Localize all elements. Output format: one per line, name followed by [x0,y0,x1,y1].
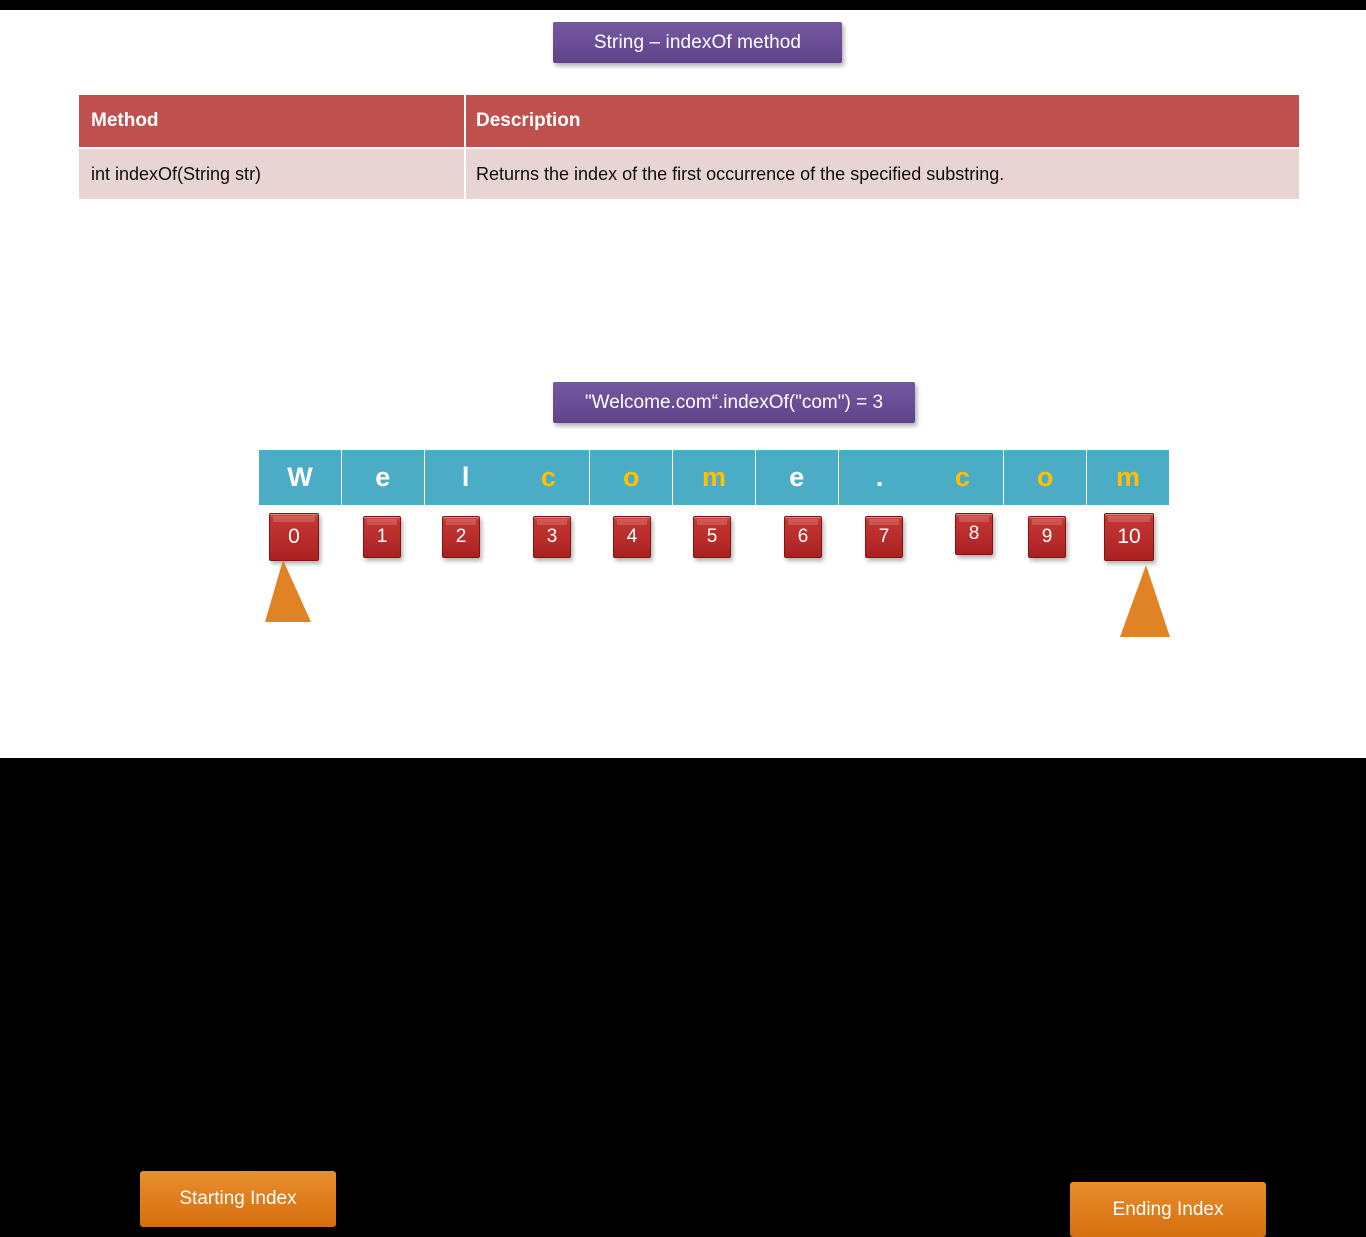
callout-label-start: Starting Index [179,1188,297,1209]
char-cell-2: l [424,450,507,505]
index-label-3: 3 [546,526,558,547]
index-box-7: 7 [865,516,903,558]
expression-banner: "Welcome.com“.indexOf("com") = 3 [553,382,915,423]
index-label-9: 9 [1041,526,1053,547]
char-cell-1: e [341,450,424,505]
bevel-highlight [697,519,727,525]
callout-pointer-icon [265,560,311,622]
bevel-highlight [446,519,476,525]
page-title: String – indexOf method [593,31,802,53]
index-label-7: 7 [878,526,890,547]
table-header-row: Method Description [79,95,1299,147]
bevel-highlight [273,516,315,522]
char-cell-4: o [590,450,673,505]
index-box-2: 2 [442,516,480,558]
index-label-2: 2 [455,526,467,547]
slide-title-banner: String – indexOf method [553,22,842,63]
callout-body: Ending Index [1070,1182,1266,1237]
index-box-3: 3 [533,516,571,558]
index-label-1: 1 [376,526,388,547]
char-cell-9: o [1004,450,1087,505]
callout-body: Starting Index [140,1171,336,1227]
char-cell-0: W [259,450,341,505]
bevel-highlight [788,519,818,525]
index-box-6: 6 [784,516,822,558]
char-cell-8: c [921,450,1004,505]
bevel-highlight [869,519,899,525]
callout-ending-index: Ending Index [1070,565,1270,1237]
bevel-highlight [617,519,647,525]
char-cell-7: . [838,450,921,505]
index-label-4: 4 [626,526,638,547]
table-row-divider [79,147,1299,149]
string-character-strip: W e l c o m e . c o m [259,450,1169,505]
method-table: Method Description int indexOf(String st… [79,95,1299,199]
bevel-highlight [959,516,989,522]
bevel-highlight [1032,519,1062,525]
index-box-10: 10 [1104,513,1154,561]
index-box-8: 8 [955,513,993,555]
index-label-5: 5 [706,526,718,547]
table-row: int indexOf(String str) Returns the inde… [79,149,1299,199]
bevel-highlight [1108,516,1150,522]
index-box-9: 9 [1028,516,1066,558]
index-label-10: 10 [1117,525,1141,548]
index-label-8: 8 [968,523,980,544]
char-cell-5: m [672,450,755,505]
letterbox-bottom [0,758,1366,768]
bevel-highlight [367,519,397,525]
char-cell-10: m [1086,450,1169,505]
column-header-description: Description [476,110,581,131]
column-header-method: Method [79,95,466,147]
callout-label-end: Ending Index [1112,1198,1224,1220]
index-number-row: 0 1 2 3 4 5 6 [259,513,1169,561]
index-box-1: 1 [363,516,401,558]
expression-text: "Welcome.com“.indexOf("com") = 3 [584,391,884,413]
cell-method-description: Returns the index of the first occurrenc… [476,163,1005,184]
cell-method-signature: int indexOf(String str) [79,149,466,199]
char-cell-6: e [755,450,838,505]
index-label-0: 0 [288,525,300,548]
letterbox-top [0,0,1366,10]
index-box-5: 5 [693,516,731,558]
slide-canvas: String – indexOf method Method Descripti… [0,10,1366,1237]
callout-pointer-icon [1120,565,1170,637]
char-cell-3: c [507,450,590,505]
index-box-4: 4 [613,516,651,558]
bevel-highlight [537,519,567,525]
callout-starting-index: Starting Index [140,560,340,1227]
index-box-0: 0 [269,513,319,561]
index-label-6: 6 [797,526,809,547]
